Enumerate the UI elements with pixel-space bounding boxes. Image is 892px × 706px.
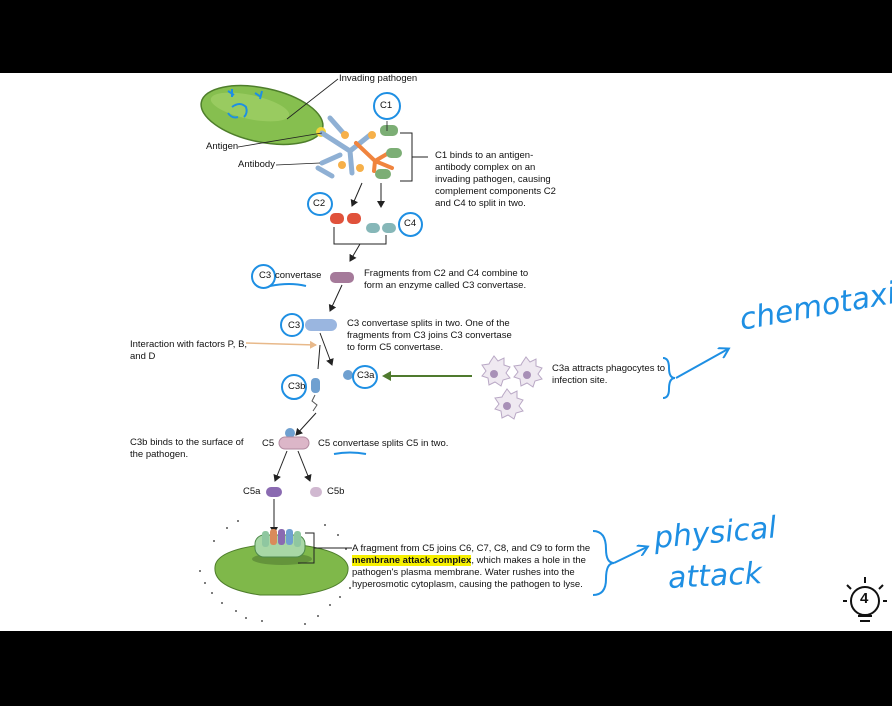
label-antibody: Antibody — [238, 159, 275, 170]
label-c3-convertase-prefix: C3 — [259, 270, 272, 281]
c5-convertase-underline — [333, 451, 367, 455]
c3a-shape — [343, 370, 353, 380]
chemotaxis-pen-arrow — [675, 349, 728, 379]
label-c2: C2 — [313, 198, 326, 209]
chemotaxis-brace — [662, 357, 676, 399]
label-antigen: Antigen — [206, 141, 239, 152]
description-c3a-attracts: C3a attracts phagocytes to infection sit… — [552, 363, 666, 386]
c3-convertase-shape — [330, 272, 354, 283]
lysis-debris — [199, 520, 351, 625]
c3-convertase-underline — [269, 283, 307, 287]
slide-canvas: Invading pathogen Antigen Antibody C1 C1… — [0, 73, 892, 631]
antibody-complex — [315, 115, 402, 179]
c2-fragments — [330, 213, 361, 224]
annotation-attack: attack — [667, 556, 763, 596]
c4-fragments — [366, 223, 396, 233]
mac-text-after: , which makes a hole in the pathogen's p… — [352, 555, 586, 590]
c3-circle — [280, 313, 304, 337]
label-c5a: C5a — [243, 486, 261, 497]
label-c3b: C3b — [288, 381, 306, 392]
c2-circle — [307, 192, 333, 216]
pathogen-leader — [286, 78, 339, 120]
antibody-leader — [275, 162, 321, 166]
step1-bracket — [400, 132, 428, 182]
c4-circle — [398, 212, 423, 237]
sad-face-doodle — [227, 89, 263, 119]
c5a-shape — [266, 487, 282, 497]
description-step2: Fragments from C2 and C4 combine to form… — [364, 268, 529, 291]
mac-text-before: A fragment from C5 joins C6, C7, C8, and… — [352, 543, 591, 554]
description-step3: C3 convertase splits in two. One of the … — [347, 318, 512, 353]
c3-shape — [305, 319, 337, 331]
label-c4: C4 — [404, 218, 417, 229]
physical-attack-pen-arrow — [613, 547, 647, 564]
c3-convertase-circle — [251, 264, 276, 289]
label-c3a: C3a — [357, 370, 375, 381]
description-factors: Interaction with factors P, B, and D — [130, 339, 248, 362]
label-c3: C3 — [288, 320, 301, 331]
c5-shape — [278, 436, 310, 450]
phagocytes — [481, 355, 543, 420]
factors-arrow — [245, 340, 317, 349]
label-invading-pathogen: Invading pathogen — [339, 73, 418, 84]
label-c3-convertase: convertase — [275, 270, 322, 281]
c1-circle — [373, 92, 401, 120]
c3b-circle — [281, 374, 307, 400]
complement-diagram — [199, 78, 887, 625]
description-c5-splits: C5 convertase splits C5 in two. — [318, 438, 449, 449]
mac-highlight: membrane attack complex — [352, 555, 472, 566]
c5b-shape — [310, 487, 322, 497]
label-c5: C5 — [262, 438, 275, 449]
description-mac: A fragment from C5 joins C6, C7, C8, and… — [352, 543, 598, 591]
badge-number: 4 — [860, 590, 869, 607]
label-c1: C1 — [380, 100, 393, 111]
description-step1: C1 binds to an antigen-antibody complex … — [435, 150, 556, 209]
c3b-shape — [311, 378, 320, 393]
description-c3b-binds: C3b binds to the surface of the pathogen… — [130, 437, 244, 460]
membrane-attack-complex — [254, 529, 306, 558]
antigen-leader — [237, 132, 323, 148]
c3a-circle — [352, 365, 378, 389]
label-c5b: C5b — [327, 486, 345, 497]
lightbulb-icon — [843, 577, 887, 622]
